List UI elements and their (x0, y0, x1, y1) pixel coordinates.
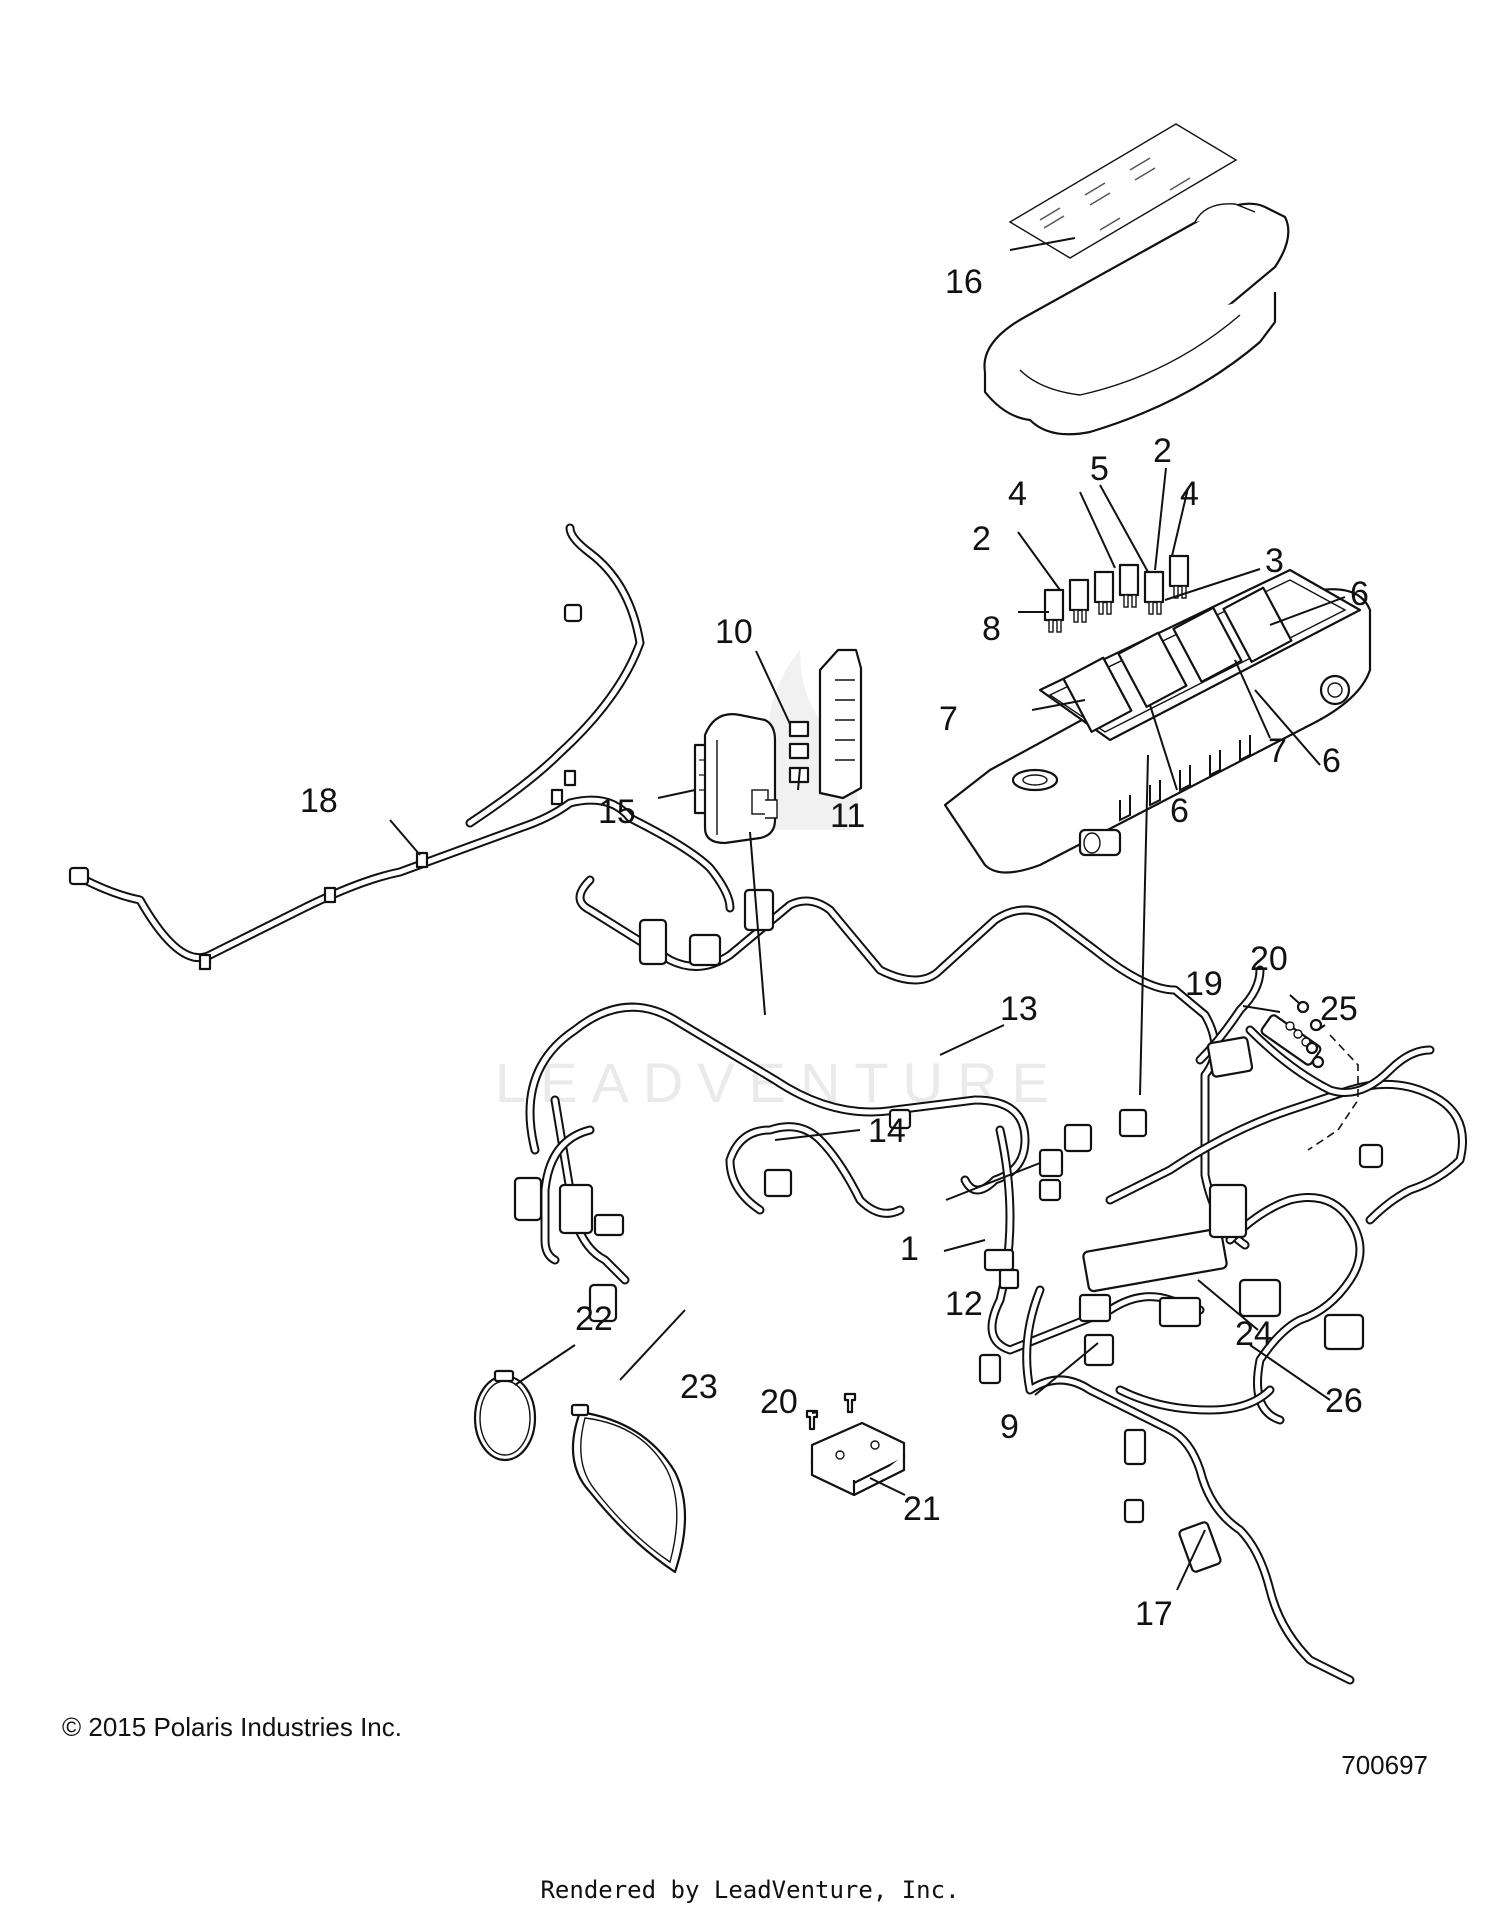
callout-23: 23 (680, 1368, 718, 1406)
fuse-box-base (943, 568, 1372, 874)
ground-block-19 (1260, 1000, 1359, 1151)
relay-housing (703, 713, 778, 845)
leadventure-watermark: LEADVENTURE (495, 650, 1049, 1114)
harness-connectors (513, 888, 1384, 1573)
cable-tie-23 (570, 1403, 687, 1574)
fuse-mini-1 (1043, 588, 1065, 633)
rear-harness-18 (68, 523, 735, 971)
fuse-mini-6 (1168, 554, 1190, 599)
callout-20-top: 20 (1250, 940, 1288, 978)
callout-3: 3 (1265, 542, 1284, 580)
callout-labels: 16 5 2 4 4 2 3 8 6 10 7 6 7 6 18 15 11 2… (300, 263, 1369, 1633)
fuse-mini-4 (1118, 563, 1140, 608)
callout-13: 13 (1000, 990, 1038, 1028)
callout-10: 10 (715, 613, 753, 651)
callout-15: 15 (598, 793, 636, 831)
callout-25: 25 (1320, 990, 1358, 1028)
callout-16: 16 (945, 263, 983, 301)
callout-26: 26 (1325, 1382, 1363, 1420)
callout-1: 1 (900, 1230, 919, 1268)
fuse-mini-5 (1143, 570, 1165, 615)
callout-6-right: 6 (1350, 575, 1369, 613)
fuse-mini-2 (1068, 578, 1090, 623)
fuse-mini-3 (1093, 570, 1115, 615)
diagram-number: 700697 (1341, 1750, 1428, 1780)
fuse-box-cover (983, 202, 1290, 436)
callout-17: 17 (1135, 1595, 1173, 1633)
callout-18: 18 (300, 782, 338, 820)
control-module (818, 648, 863, 800)
callout-6-middle: 6 (1322, 742, 1341, 780)
callout-4-left: 4 (1008, 475, 1027, 513)
callout-24: 24 (1235, 1315, 1273, 1353)
callout-2-top: 2 (1153, 432, 1172, 470)
callout-22: 22 (575, 1300, 613, 1338)
callout-12: 12 (945, 1285, 983, 1323)
callout-7-right: 7 (1268, 732, 1287, 770)
bracket-21 (805, 1392, 906, 1497)
callout-20-bottom: 20 (760, 1383, 798, 1421)
fuse-box-label-decal (1008, 123, 1238, 259)
callout-8: 8 (982, 610, 1001, 648)
callout-4-right: 4 (1180, 475, 1199, 513)
callout-21: 21 (903, 1490, 941, 1528)
fuse-set (1043, 554, 1190, 633)
render-credit: Rendered by LeadVenture, Inc. (540, 1876, 960, 1904)
callout-11: 11 (830, 797, 865, 835)
callout-9: 9 (1000, 1408, 1019, 1446)
leader-lines (389, 237, 1346, 1591)
callout-7-left: 7 (939, 700, 958, 738)
callout-14: 14 (868, 1112, 906, 1150)
copyright-text: © 2015 Polaris Industries Inc. (62, 1712, 402, 1742)
cable-tie-22 (473, 1369, 537, 1462)
callout-5: 5 (1090, 450, 1109, 488)
callout-6-bottom: 6 (1170, 792, 1189, 830)
callout-19: 19 (1185, 965, 1223, 1003)
callout-2-left: 2 (972, 520, 991, 558)
